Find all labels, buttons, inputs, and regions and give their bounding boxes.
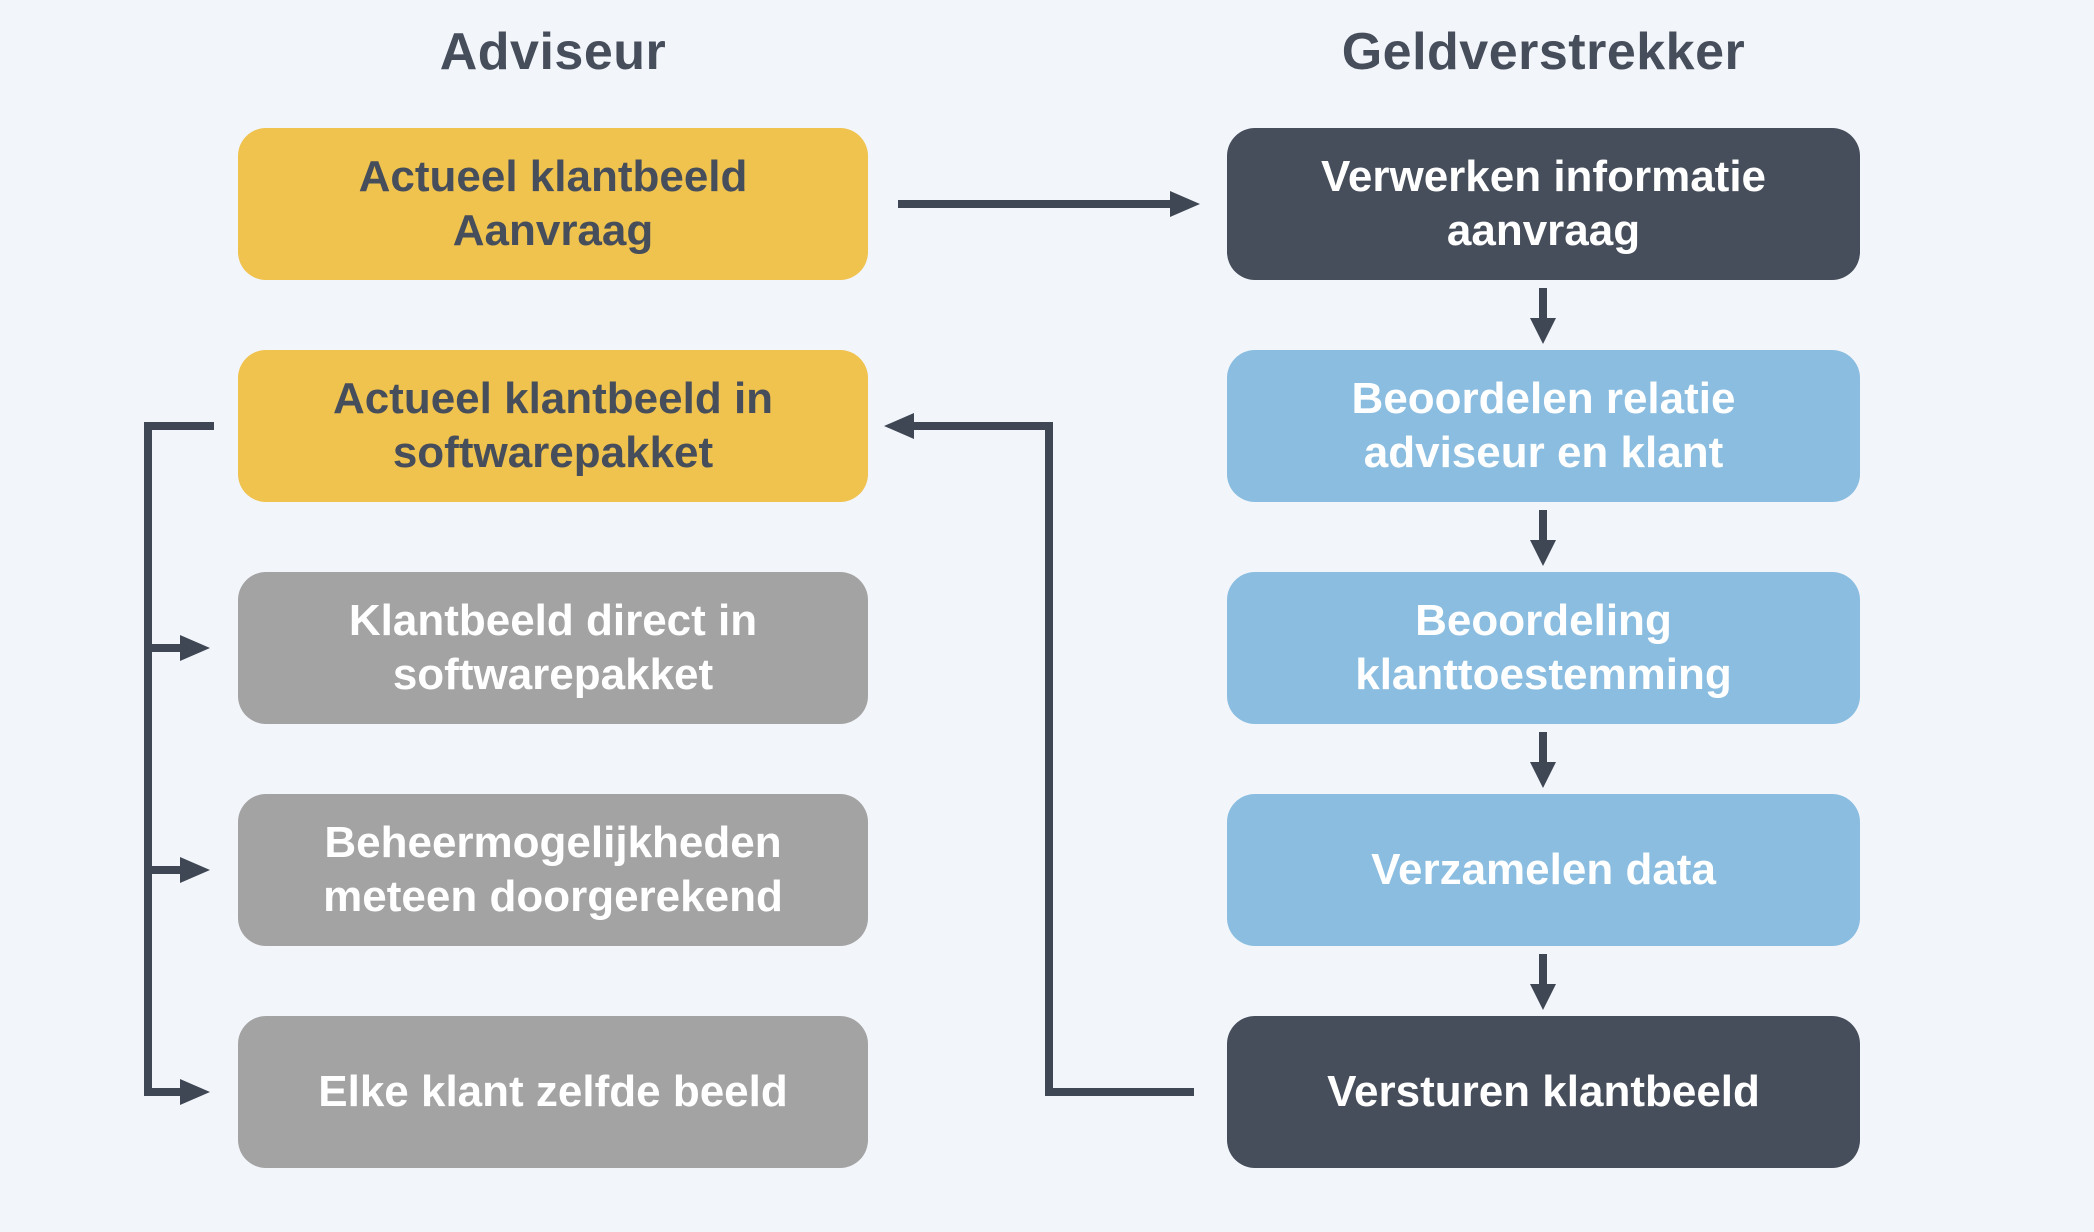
node-actueel-klantbeeld-aanvraag: Actueel klantbeeld Aanvraag bbox=[238, 128, 868, 280]
edge-klanttoestemming-to-verzamelen-arrowhead bbox=[1530, 762, 1556, 788]
edge-klanttoestemming-to-verzamelen-line bbox=[1539, 732, 1547, 762]
node-klantbeeld-direct-in-softwarepakket: Klantbeeld direct in softwarepakket bbox=[238, 572, 868, 724]
edge-branch-to-beheermogelijkheden-arrowhead bbox=[180, 857, 210, 883]
node-beoordelen-relatie-adviseur-en-klant: Beoordelen relatie adviseur en klant bbox=[1227, 350, 1860, 502]
column-header-geldverstrekker: Geldverstrekker bbox=[1341, 23, 1746, 81]
edge-verzamelen-to-versturen-line bbox=[1539, 954, 1547, 984]
edge-aanvraag-to-verwerken-line bbox=[898, 200, 1170, 208]
edge-verzamelen-to-versturen-arrowhead bbox=[1530, 984, 1556, 1010]
node-verzamelen-data: Verzamelen data bbox=[1227, 794, 1860, 946]
edge-beoordelen-to-klanttoestemming-arrowhead bbox=[1530, 540, 1556, 566]
edge-verwerken-to-beoordelen-arrowhead bbox=[1530, 318, 1556, 344]
edge-branch-to-elke-klant-arrowhead bbox=[180, 1079, 210, 1105]
edge-versturen-return-vertical-line bbox=[1045, 422, 1053, 1096]
edge-branch-to-elke-klant-line bbox=[148, 1088, 180, 1096]
edge-branch-origin-line bbox=[144, 422, 214, 430]
edge-branch-to-klantbeeld-direct-line bbox=[148, 644, 180, 652]
edge-versturen-return-bottom-line bbox=[1049, 1088, 1194, 1096]
node-beheermogelijkheden-meteen-doorgerekend: Beheermogelijkheden meteen doorgerekend bbox=[238, 794, 868, 946]
node-elke-klant-zelfde-beeld: Elke klant zelfde beeld bbox=[238, 1016, 868, 1168]
node-verwerken-informatie-aanvraag: Verwerken informatie aanvraag bbox=[1227, 128, 1860, 280]
column-header-adviseur: Adviseur bbox=[439, 23, 667, 81]
node-beoordeling-klanttoestemming: Beoordeling klanttoestemming bbox=[1227, 572, 1860, 724]
edge-versturen-return-arrowhead bbox=[884, 413, 914, 439]
node-actueel-klantbeeld-in-softwarepakket: Actueel klantbeeld in softwarepakket bbox=[238, 350, 868, 502]
edge-branch-to-klantbeeld-direct-arrowhead bbox=[180, 635, 210, 661]
edge-aanvraag-to-verwerken-arrowhead bbox=[1170, 191, 1200, 217]
edge-versturen-return-top-line bbox=[914, 422, 1053, 430]
edge-beoordelen-to-klanttoestemming-line bbox=[1539, 510, 1547, 540]
edge-branch-to-beheermogelijkheden-line bbox=[148, 866, 180, 874]
edge-branch-vertical-line bbox=[144, 422, 152, 1096]
node-versturen-klantbeeld: Versturen klantbeeld bbox=[1227, 1016, 1860, 1168]
edge-verwerken-to-beoordelen-line bbox=[1539, 288, 1547, 318]
